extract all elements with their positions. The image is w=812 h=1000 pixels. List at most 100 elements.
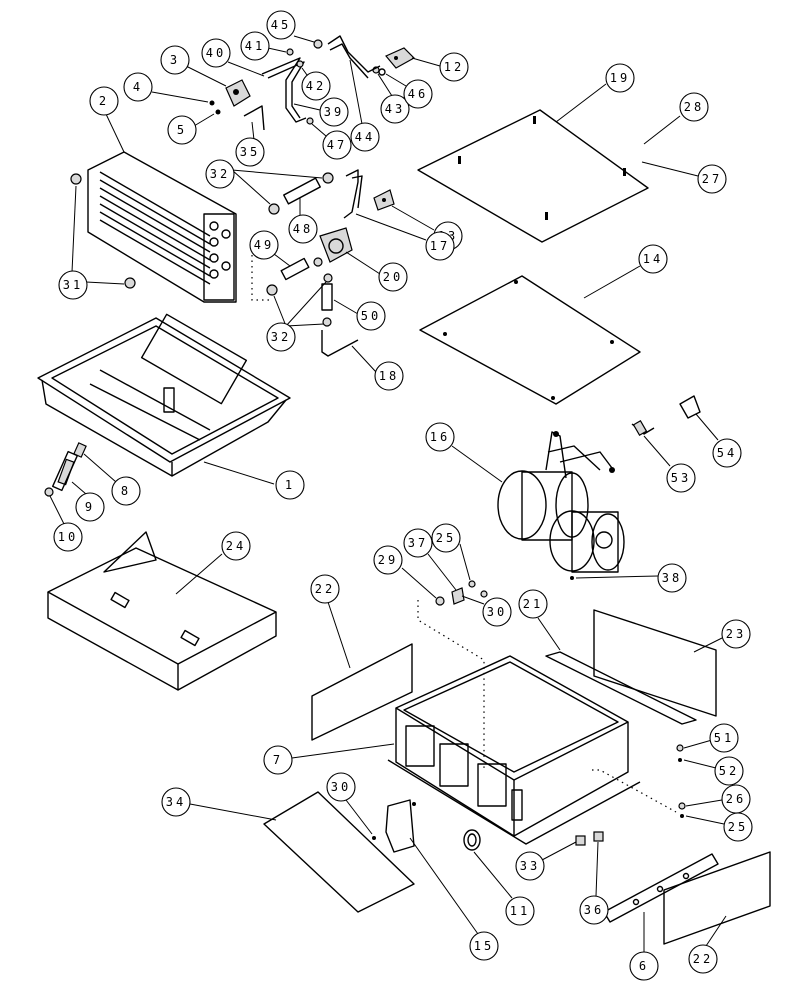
- svg-text:30: 30: [487, 605, 507, 619]
- callout-32-top: 32: [205, 159, 235, 189]
- callout-37: 37: [403, 528, 433, 558]
- callout-44: 44: [350, 122, 380, 152]
- callout-26: 26: [721, 784, 751, 814]
- callout-14: 14: [638, 244, 668, 274]
- callout-41: 41: [240, 31, 270, 61]
- svg-text:2: 2: [99, 94, 109, 108]
- callouts: 1 2 3 4 5 6 7 8 9 10 11 12 13: [49, 10, 753, 981]
- tube-50: [321, 283, 333, 311]
- plate-fitting-13: [373, 189, 395, 211]
- svg-text:15: 15: [474, 939, 494, 953]
- o-ring-46: [378, 68, 386, 76]
- callout-29: 29: [373, 545, 403, 575]
- svg-text:7: 7: [273, 753, 283, 767]
- svg-text:29: 29: [378, 553, 398, 567]
- o-ring-4: [209, 100, 215, 106]
- callout-46: 46: [403, 79, 433, 109]
- drain-pan-housing: [37, 313, 291, 477]
- svg-text:5: 5: [177, 123, 187, 137]
- callout-32-bottom: 32: [266, 322, 296, 352]
- svg-text:47: 47: [327, 138, 347, 152]
- plate-fitting-12: [385, 47, 415, 69]
- svg-text:35: 35: [240, 145, 260, 159]
- callout-2: 2: [89, 86, 119, 116]
- tube-18: [321, 330, 359, 357]
- svg-text:9: 9: [85, 500, 95, 514]
- svg-text:53: 53: [671, 471, 691, 485]
- nut-32-a: [268, 203, 280, 215]
- callout-25-bottom: 25: [723, 812, 753, 842]
- svg-text:42: 42: [306, 79, 326, 93]
- svg-text:20: 20: [383, 270, 403, 284]
- blower-assembly: [497, 431, 625, 573]
- svg-text:30: 30: [331, 780, 351, 794]
- svg-text:6: 6: [639, 959, 649, 973]
- callout-28: 28: [679, 92, 709, 122]
- svg-text:34: 34: [166, 795, 186, 809]
- svg-text:27: 27: [702, 172, 722, 186]
- callout-22-left: 22: [310, 574, 340, 604]
- washer-25: [680, 814, 684, 818]
- top-cover-plate: [417, 109, 649, 243]
- svg-text:3: 3: [170, 53, 180, 67]
- callout-48: 48: [288, 214, 318, 244]
- tube-assembly-39: [261, 57, 307, 123]
- svg-text:54: 54: [717, 446, 737, 460]
- svg-text:16: 16: [430, 430, 450, 444]
- callout-8: 8: [111, 476, 141, 506]
- callout-23: 23: [721, 619, 751, 649]
- callout-17: 17: [425, 231, 455, 261]
- screw-25: [468, 580, 476, 588]
- tube-48: [283, 177, 321, 205]
- fitting-45: [313, 39, 323, 49]
- callout-15: 15: [469, 931, 499, 961]
- svg-text:37: 37: [408, 536, 428, 550]
- callout-34: 34: [161, 787, 191, 817]
- insulation-pad-34: [263, 791, 415, 913]
- callout-33: 33: [515, 851, 545, 881]
- valve-body-20: [313, 227, 353, 267]
- callout-45: 45: [266, 10, 296, 40]
- callout-4: 4: [123, 72, 153, 102]
- svg-text:39: 39: [324, 105, 344, 119]
- svg-text:43: 43: [385, 102, 405, 116]
- svg-text:1: 1: [285, 478, 295, 492]
- housing-dotted-lines: [251, 244, 677, 813]
- main-housing-box: [387, 655, 641, 845]
- svg-text:40: 40: [206, 46, 226, 60]
- svg-text:17: 17: [430, 239, 450, 253]
- callout-43: 43: [380, 94, 410, 124]
- svg-text:49: 49: [254, 238, 274, 252]
- svg-text:22: 22: [315, 582, 335, 596]
- o-ring-5: [215, 109, 221, 115]
- svg-text:45: 45: [271, 18, 291, 32]
- callout-10: 10: [53, 522, 83, 552]
- callout-49: 49: [249, 230, 279, 260]
- callout-54: 54: [712, 438, 742, 468]
- svg-text:44: 44: [355, 130, 375, 144]
- clip-35: [243, 105, 265, 131]
- svg-text:25: 25: [728, 820, 748, 834]
- washer-52: [678, 758, 682, 762]
- evaporator-core: [87, 151, 237, 303]
- cover-bracket-15: [372, 799, 416, 853]
- callout-16: 16: [425, 422, 455, 452]
- callout-39: 39: [319, 97, 349, 127]
- insulation-pad-23: [593, 609, 717, 717]
- svg-text:10: 10: [58, 530, 78, 544]
- svg-text:36: 36: [584, 903, 604, 917]
- callout-24: 24: [221, 531, 251, 561]
- callout-31: 31: [58, 270, 88, 300]
- seal-strip-21: [545, 651, 697, 725]
- callout-7: 7: [263, 745, 293, 775]
- tube-44: [327, 35, 381, 79]
- svg-text:23: 23: [726, 627, 746, 641]
- svg-text:18: 18: [379, 369, 399, 383]
- callout-11: 11: [505, 896, 535, 926]
- screw-26: [678, 802, 686, 810]
- svg-text:38: 38: [662, 571, 682, 585]
- callout-25-top: 25: [431, 523, 461, 553]
- svg-text:41: 41: [245, 39, 265, 53]
- svg-text:19: 19: [610, 71, 630, 85]
